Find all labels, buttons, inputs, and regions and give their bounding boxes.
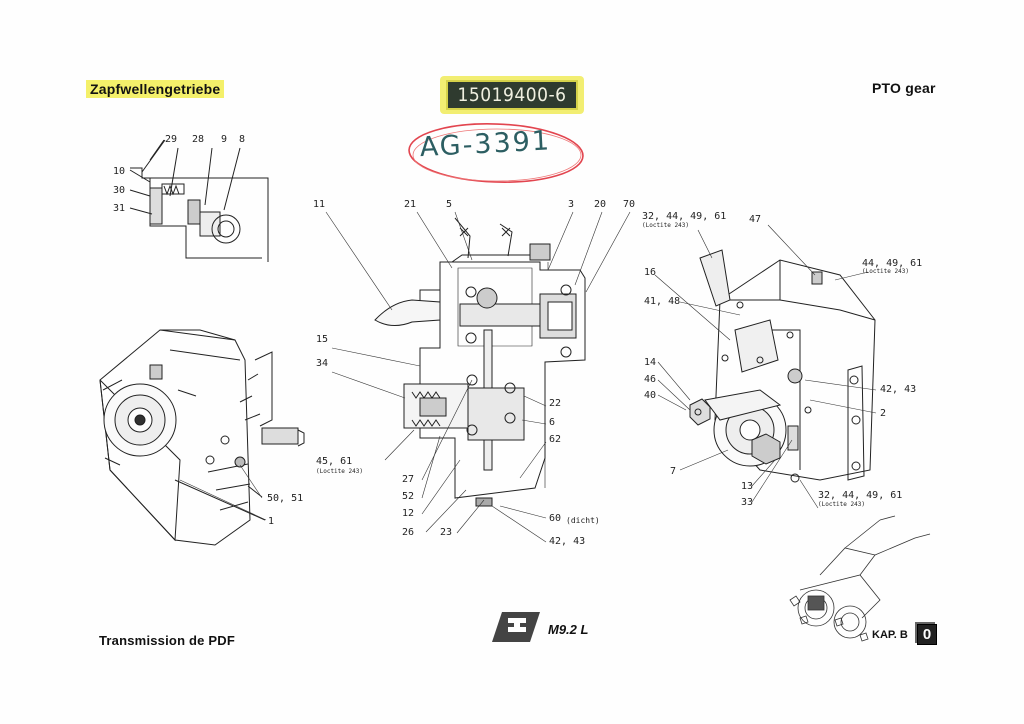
detail-view-drawing [129, 139, 269, 262]
callout-32-44-49-61-top: 32, 44, 49, 61 [642, 211, 727, 222]
callout-7: 7 [670, 466, 677, 477]
callout-27: 27 [402, 474, 415, 485]
callout-9: 9 [221, 134, 228, 145]
callout-16: 16 [644, 267, 657, 278]
red-circle-annotation [408, 123, 584, 183]
title-french: Transmission de PDF [99, 633, 236, 648]
callout-8: 8 [239, 134, 246, 145]
callout-6: 6 [549, 417, 556, 428]
section-view-drawing [374, 217, 586, 507]
callout-33: 33 [741, 497, 754, 508]
title-german: Zapfwellengetriebe [86, 80, 225, 98]
callout-23: 23 [440, 527, 453, 538]
assembly-leader-lines [179, 464, 267, 521]
callout-70: 70 [623, 199, 636, 210]
part-number-label: 15019400-6 [446, 80, 578, 110]
callout-21: 21 [404, 199, 417, 210]
loctite-note-right: (Loctite 243) [862, 268, 909, 275]
manufacturer-logo [492, 612, 540, 642]
callout-34: 34 [316, 358, 329, 369]
callout-30: 30 [113, 185, 126, 196]
callout-22: 22 [549, 398, 562, 409]
callout-14: 14 [644, 357, 657, 368]
handwritten-code: AG-3391 [418, 125, 552, 164]
callout-41-48: 41, 48 [644, 296, 681, 307]
callout-46: 46 [644, 374, 657, 385]
callout-1: 1 [268, 516, 275, 527]
callout-52: 52 [402, 491, 415, 502]
callout-40: 40 [644, 390, 657, 401]
callout-50-51: 50, 51 [267, 493, 304, 504]
callout-60: 60 [549, 513, 562, 524]
callout-62: 62 [549, 434, 562, 445]
loctite-note: (Loctite 243) [316, 468, 363, 475]
model-name: M9.2 L [548, 622, 589, 637]
callout-2: 2 [880, 408, 887, 419]
callout-31: 31 [113, 203, 126, 214]
callout-42-43-right: 42, 43 [880, 384, 917, 395]
callout-44-49-61: 44, 49, 61 [862, 258, 923, 269]
title-english: PTO gear [872, 80, 936, 96]
callout-29: 29 [165, 134, 178, 145]
callout-45-61: 45, 61 [316, 456, 353, 467]
callout-28: 28 [192, 134, 205, 145]
loctite-note-top: (Loctite 243) [642, 222, 689, 229]
exploded-leader-lines [654, 224, 877, 509]
tractor-illustration [789, 515, 931, 642]
callout-13: 13 [741, 481, 754, 492]
chapter-number: 0 [917, 624, 937, 645]
callout-11: 11 [313, 199, 326, 210]
callout-32-44-49-61-bottom: 32, 44, 49, 61 [818, 490, 903, 501]
callout-15: 15 [316, 334, 329, 345]
callout-20: 20 [594, 199, 607, 210]
callout-47: 47 [749, 214, 762, 225]
exploded-view-drawing [689, 249, 876, 483]
callout-10: 10 [113, 166, 126, 177]
section-leader-lines [325, 211, 631, 543]
callout-12: 12 [402, 508, 415, 519]
callout-26: 26 [402, 527, 415, 538]
dicht-note: (dicht) [566, 516, 600, 525]
chapter-label: KAP. B [872, 629, 908, 641]
callout-3: 3 [568, 199, 575, 210]
callout-5: 5 [446, 199, 453, 210]
loctite-note-bottom: (Loctite 243) [818, 501, 865, 508]
assembly-3d-drawing [99, 329, 305, 546]
callout-42-43-center: 42, 43 [549, 536, 586, 547]
